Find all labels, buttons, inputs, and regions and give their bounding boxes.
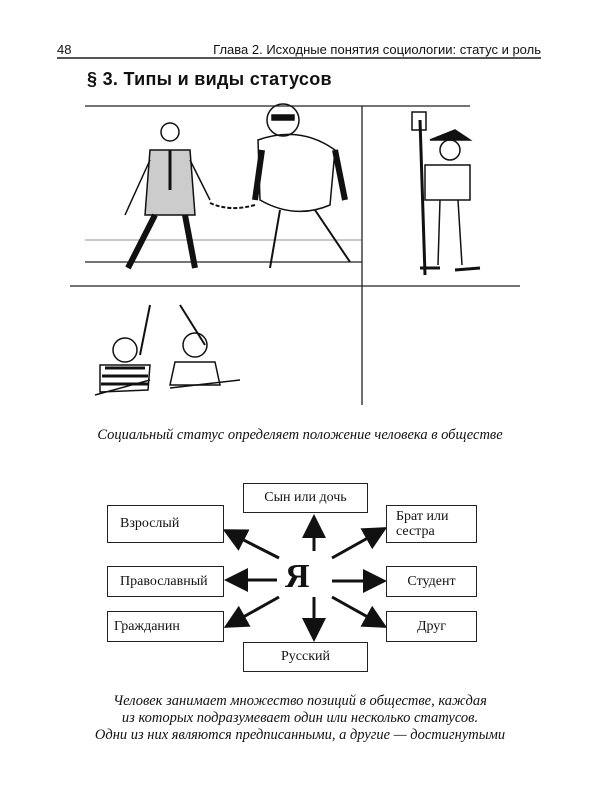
illustration-panel <box>70 103 520 405</box>
arrow-down-right <box>331 595 388 628</box>
status-label-line: Брат или <box>396 509 449 524</box>
arrow-up-left <box>222 529 280 560</box>
section-title: § 3. Типы и виды статусов <box>87 69 332 89</box>
caption-line: из которых подразумевает один или нескол… <box>121 710 479 726</box>
chain-illustration <box>209 202 256 209</box>
running-head: Глава 2. Исходные понятия социологии: ст… <box>213 42 541 57</box>
arrow-up-right <box>331 527 388 560</box>
arrow-down-left <box>223 595 280 628</box>
status-box-brother-or-sister: Брат или сестра <box>386 505 477 543</box>
caption-line: Человек занимает множество позиций в общ… <box>113 693 487 709</box>
diagram-caption: Человек занимает множество позиций в общ… <box>0 693 600 744</box>
status-box-adult: Взрослый <box>107 505 224 543</box>
caption-line: Одни из них являются предписанными, а др… <box>94 727 506 743</box>
status-box-russian: Русский <box>243 642 368 672</box>
header-rule <box>57 57 541 59</box>
students-illustration <box>94 304 241 396</box>
status-box-citizen: Гражданин <box>107 611 224 642</box>
illustration-caption: Социальный статус определяет положение ч… <box>97 427 503 443</box>
center-self-label: Я <box>285 558 310 595</box>
status-box-son-or-daughter: Сын или дочь <box>243 483 368 513</box>
convict-illustration <box>252 103 351 269</box>
status-box-friend: Друг <box>386 611 477 642</box>
town-crier-illustration <box>411 111 481 276</box>
status-box-student: Студент <box>386 566 477 597</box>
status-box-orthodox: Православный <box>107 566 224 597</box>
status-label-line: сестра <box>396 524 435 539</box>
page-number: 48 <box>57 42 72 57</box>
businessman-illustration <box>124 122 211 270</box>
